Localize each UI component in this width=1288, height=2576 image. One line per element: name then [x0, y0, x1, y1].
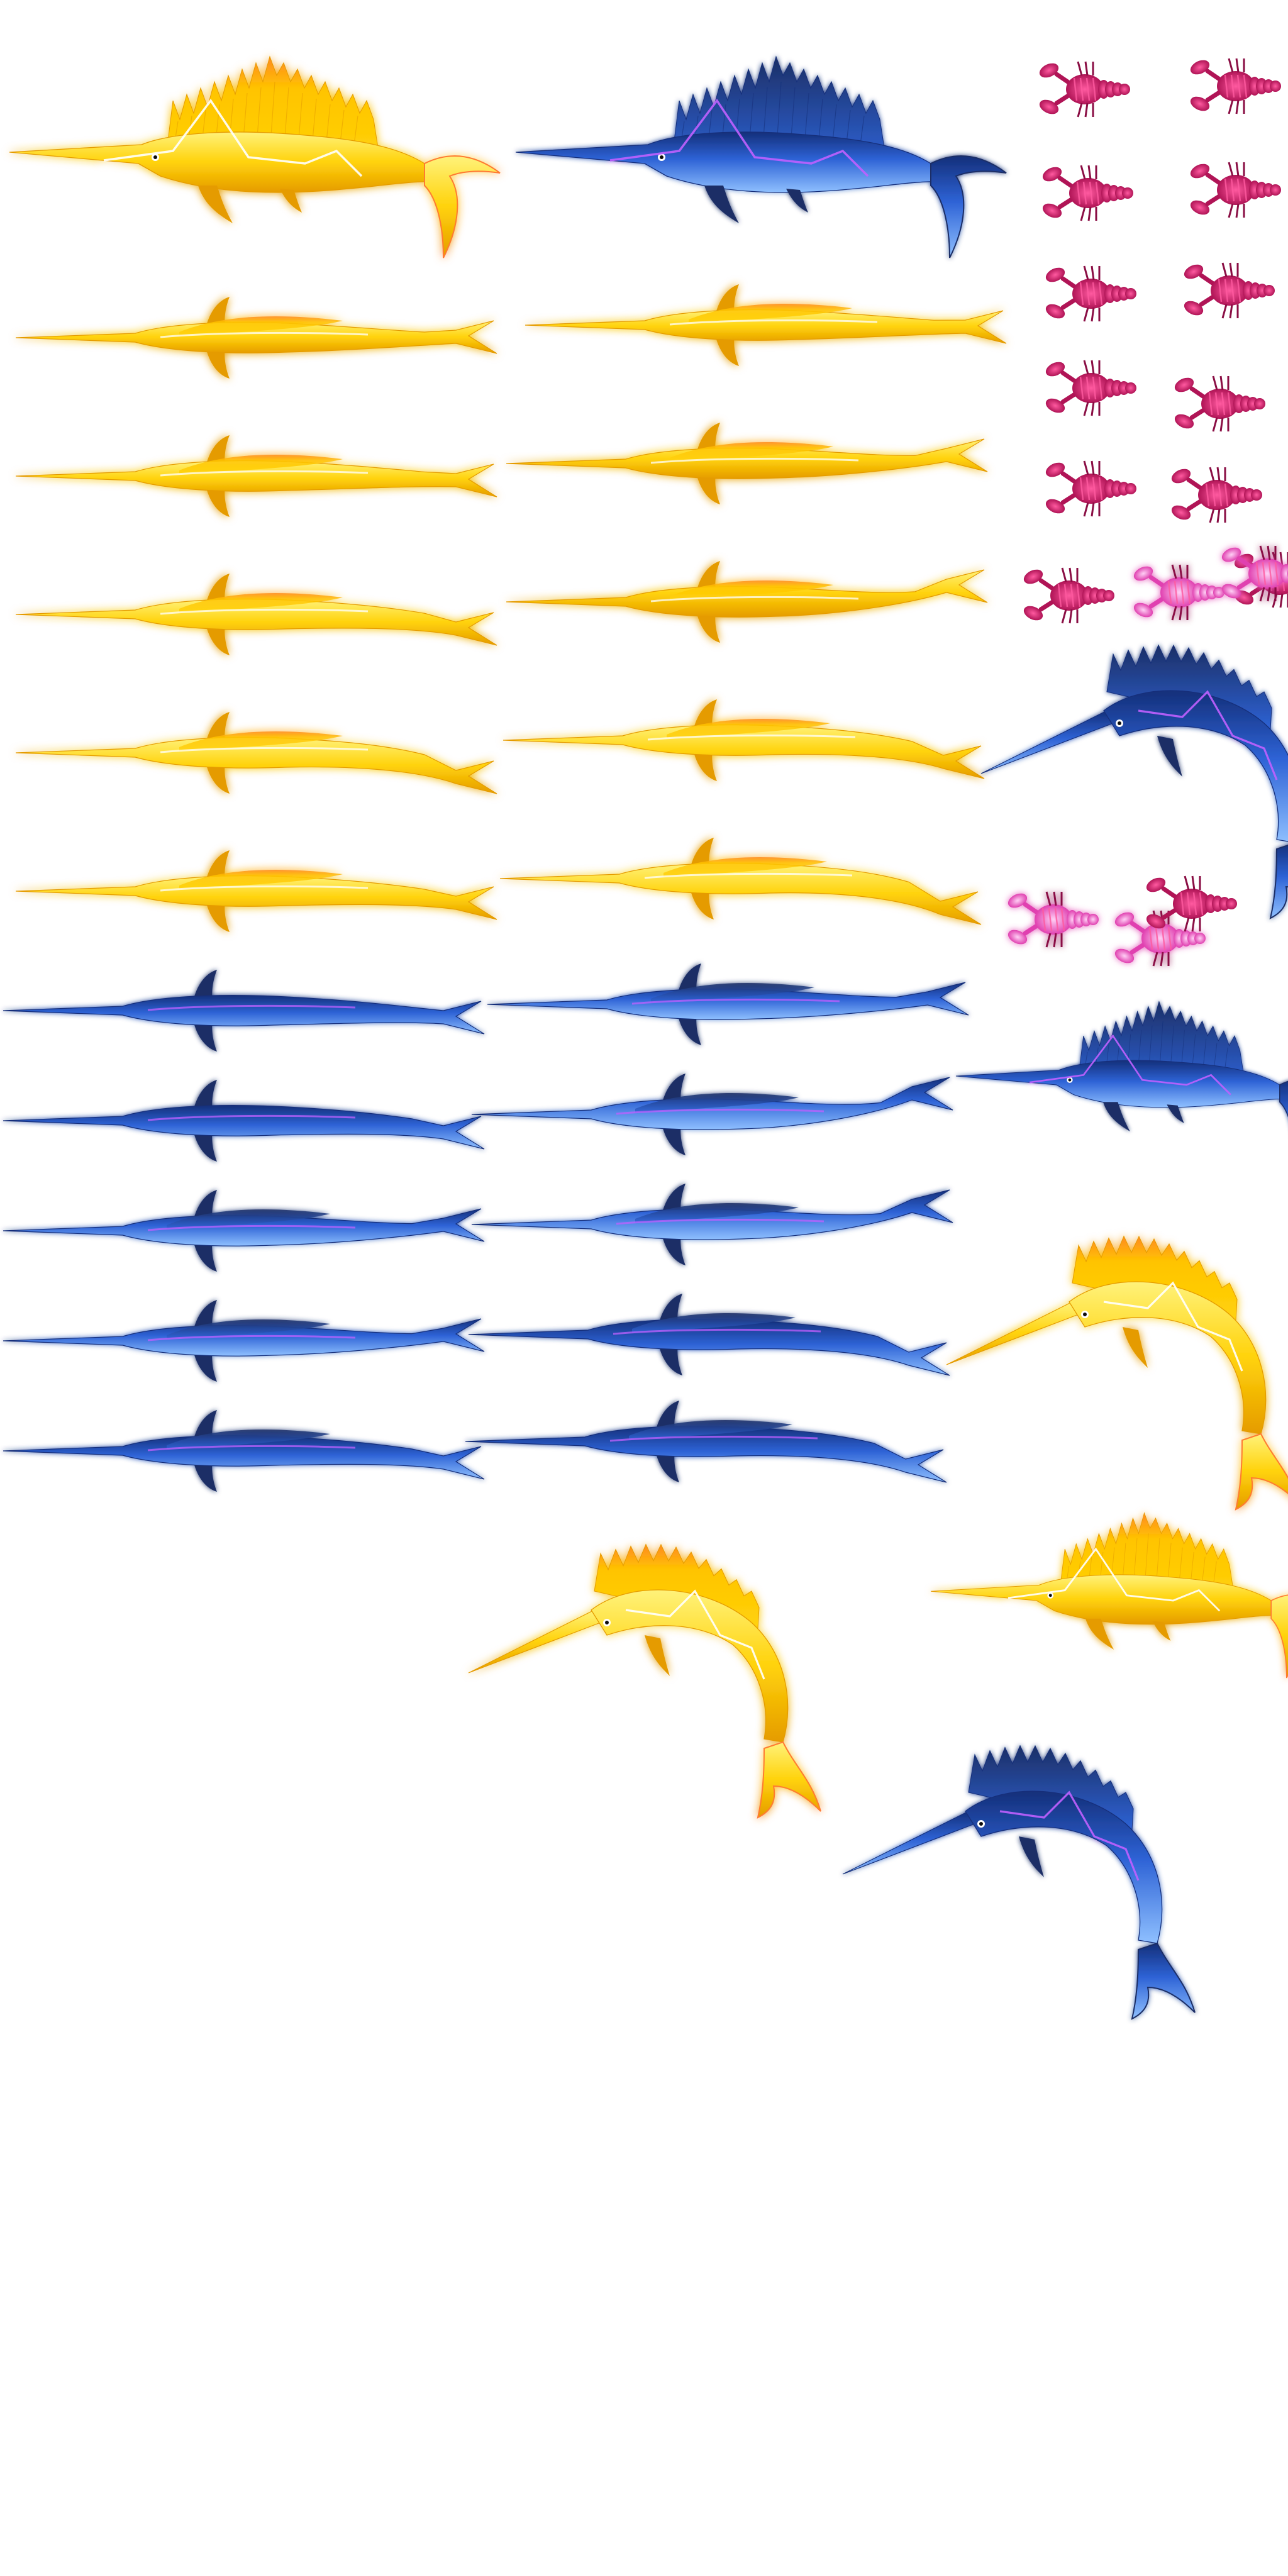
red-crab-frame-4: [1190, 162, 1281, 218]
blue-sailfish-side-frame: [515, 55, 1007, 258]
blue-sailfish-top-frame-9: [3, 1410, 485, 1492]
gold-sailfish-side-frame: [9, 55, 501, 258]
blue-sailfish-top-frame-3: [3, 1080, 485, 1162]
red-crab-frame-1: [1039, 61, 1130, 118]
blue-sailfish-top-frame-7: [3, 1300, 485, 1382]
red-crab-frame-7: [1045, 360, 1136, 416]
red-crab-frame-16: [1221, 545, 1288, 602]
red-crab-frame-11: [1023, 567, 1114, 624]
blue-sailfish-top-frame-8: [468, 1294, 950, 1376]
gold-sailfish-top-frame-3: [15, 574, 497, 655]
red-crab-frame-3: [1042, 165, 1133, 221]
blue-sailfish-top-frame-10: [465, 1401, 947, 1483]
gold-sailfish-side-frame-2: [930, 1512, 1288, 1679]
gold-sailfish-top-frame-4: [15, 712, 497, 794]
gold-sailfish-leap-frame-2: [468, 1543, 821, 1819]
red-crab-frame-10: [1171, 467, 1262, 523]
gold-sailfish-top-frame-1: [15, 297, 497, 379]
gold-sailfish-top-frame-6: [525, 284, 1007, 366]
red-crab-frame-15: [1114, 910, 1206, 967]
blue-sailfish-top-frame-1: [3, 970, 485, 1052]
blue-sailfish-top-frame-4: [471, 1074, 953, 1155]
gold-sailfish-top-frame-9: [502, 699, 985, 781]
blue-sailfish-top-frame-2: [487, 963, 969, 1045]
gold-sailfish-top-frame-7: [506, 423, 988, 504]
blue-sailfish-side-frame-2: [955, 1001, 1288, 1132]
blue-sailfish-top-frame-6: [471, 1184, 953, 1265]
blue-sailfish-top-frame-5: [3, 1190, 485, 1272]
red-crab-frame-6: [1184, 262, 1275, 319]
red-crab-frame-2: [1190, 58, 1281, 114]
blue-sailfish-leap-frame: [980, 644, 1288, 919]
gold-sailfish-top-frame-10: [499, 838, 982, 925]
red-crab-frame-12: [1133, 564, 1224, 621]
gold-sailfish-top-frame-5: [15, 850, 497, 932]
red-crab-frame-17: [1146, 875, 1237, 932]
gold-sailfish-leap-frame: [946, 1235, 1288, 1511]
gold-sailfish-top-frame-8: [506, 561, 988, 643]
blue-sailfish-leap-frame-2: [842, 1745, 1196, 2020]
gold-sailfish-top-frame-2: [15, 435, 497, 517]
red-crab-frame-5: [1045, 265, 1136, 322]
red-crab-frame-9: [1045, 460, 1136, 517]
red-crab-frame-14: [1008, 891, 1099, 948]
red-crab-frame-8: [1174, 375, 1265, 432]
